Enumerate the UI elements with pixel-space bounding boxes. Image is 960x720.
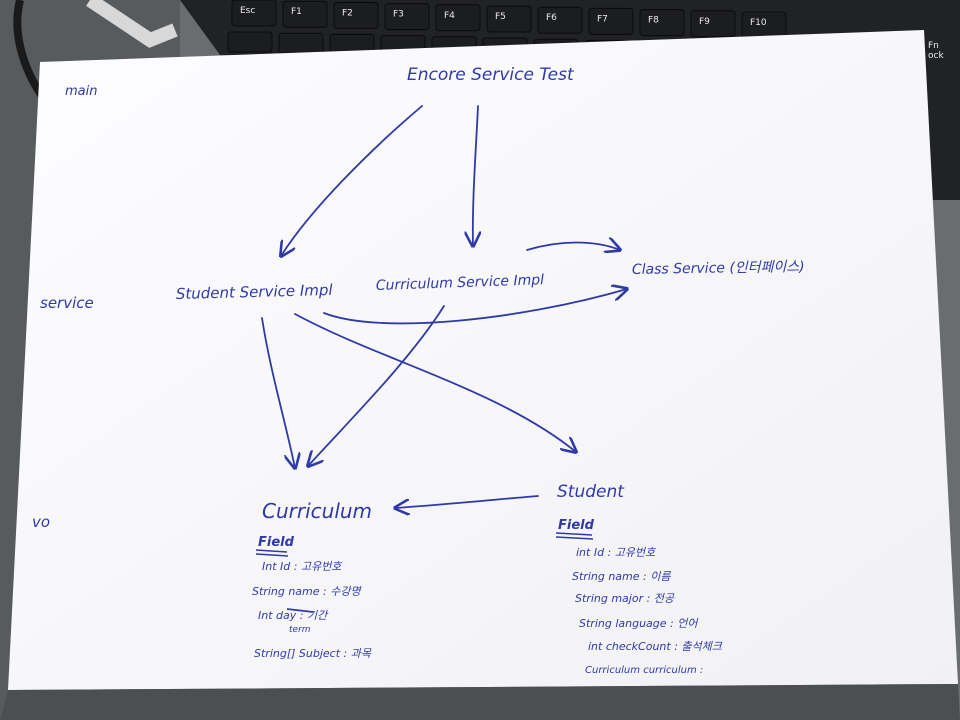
cable-connector: [86, 0, 178, 48]
student-field-item: int checkCount : 출석체크: [588, 640, 723, 653]
edge-student-to-curriculum: [395, 495, 539, 508]
student-field-item: Curriculum curriculum :: [585, 665, 703, 676]
student-field-item: String major : 전공: [575, 592, 675, 605]
edges: [261, 105, 627, 508]
keyboard-key-label: F3: [393, 10, 404, 20]
edge-test-to-curriculum-service: [473, 105, 478, 246]
keyboard-side-label: Fn: [928, 41, 939, 51]
curriculum-field-item: Int Id : 고유번호: [262, 560, 342, 573]
node-student: Student: [557, 482, 625, 502]
keyboard-key-label: F8: [648, 16, 659, 26]
keyboard-key-label: F4: [444, 11, 455, 21]
layer-label-service: service: [40, 294, 94, 312]
keyboard-key-label: F6: [546, 13, 557, 23]
node-curriculum: Curriculum: [262, 499, 372, 523]
keyboard-key-label: F2: [342, 8, 353, 18]
edge-curriculum-service-to-curriculum: [308, 305, 445, 466]
strike-through-day: [286, 608, 314, 613]
node-student-service-impl: Student Service Impl: [176, 281, 334, 303]
student-field-header: Field: [558, 518, 595, 533]
curriculum-field-header: Field: [258, 535, 295, 550]
keyboard-key: Esc: [227, 0, 277, 53]
edge-student-service-to-curriculum: [261, 317, 295, 468]
keyboard-key-label: Esc: [240, 6, 255, 16]
layer-label-vo: vo: [32, 513, 50, 531]
edge-student-service-to-student: [294, 313, 576, 452]
edge-student-service-to-class-service: [323, 289, 627, 325]
curriculum-field-correction: term: [289, 625, 311, 635]
keyboard-side-label: ock: [928, 51, 944, 61]
keyboard-key-label: F1: [291, 7, 302, 17]
student-field-item: int Id : 고유번호: [576, 546, 656, 559]
student-fields: Field int Id : 고유번호 String name : 이름 Str…: [555, 518, 723, 676]
keyboard-key-label: F10: [750, 18, 767, 28]
node-class-service: Class Service (인터페이스): [632, 259, 805, 278]
student-field-item: String language : 언어: [579, 617, 699, 630]
layer-label-main: main: [65, 84, 97, 99]
curriculum-fields: Field Int Id : 고유번호 String name : 수강명 In…: [252, 535, 372, 660]
edge-test-to-student-service: [281, 105, 423, 256]
curriculum-field-item: String[] Subject : 과목: [254, 647, 372, 660]
keyboard-key-label: F5: [495, 12, 506, 22]
curriculum-field-underline: [255, 549, 289, 557]
node-curriculum-service-impl: Curriculum Service Impl: [376, 272, 545, 294]
keyboard-key-label: F7: [597, 14, 608, 24]
edge-curriculum-service-to-class-service: [526, 243, 620, 251]
keyboard-key-label: F9: [699, 17, 710, 27]
keyboard-key: F3: [380, 3, 430, 57]
student-field-underline: [555, 532, 594, 540]
keyboard-key: F1: [278, 0, 328, 54]
student-field-item: String name : 이름: [572, 570, 671, 583]
desk-bottom: [0, 684, 960, 720]
curriculum-field-item: Int day : 기간: [258, 609, 329, 622]
paper-sheet: [8, 30, 958, 690]
node-encore-service-test: Encore Service Test: [407, 65, 575, 85]
keyboard-key: F2: [329, 1, 379, 55]
curriculum-field-item: String name : 수강명: [252, 585, 362, 598]
